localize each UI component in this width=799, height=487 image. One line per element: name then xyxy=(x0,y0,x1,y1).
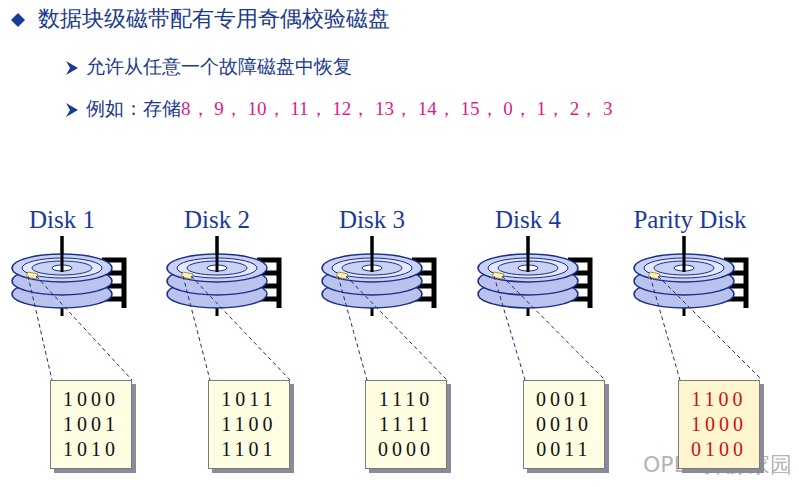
bit-row: 1100 xyxy=(687,387,751,412)
bit-row: 1101 xyxy=(217,437,281,462)
title-heading: 数据块级磁带配有专用奇偶校验磁盘 xyxy=(38,6,390,32)
disk-label: Parity Disk xyxy=(633,205,746,235)
bit-row: 1001 xyxy=(59,412,123,437)
bit-row: 0100 xyxy=(687,437,751,462)
bit-block: 101111001101 xyxy=(208,380,290,469)
bit-block: 111011110000 xyxy=(365,380,447,469)
bit-row: 1111 xyxy=(374,412,438,437)
disk-label: Disk 3 xyxy=(339,205,405,235)
disk-label: Disk 1 xyxy=(29,205,95,235)
disk-label: Disk 4 xyxy=(495,205,561,235)
number-sequence: 8， 9， 10， 11， 12， 13， 14， 15， 0， 1， 2， 3 xyxy=(181,98,613,121)
bit-row: 0001 xyxy=(532,387,596,412)
disk-label: Disk 2 xyxy=(184,205,250,235)
bit-block: 000100100011 xyxy=(523,380,605,469)
bit-row: 0011 xyxy=(532,437,596,462)
bit-row: 1011 xyxy=(217,387,281,412)
bit-row: 0010 xyxy=(532,412,596,437)
bit-block: 110010000100 xyxy=(678,380,760,469)
bullet-point: 例如：存储 xyxy=(86,97,181,120)
bullet-point: 允许从任意一个故障磁盘中恢复 xyxy=(86,55,352,78)
bit-row: 1010 xyxy=(59,437,123,462)
bit-row: 1000 xyxy=(59,387,123,412)
bit-row: 1000 xyxy=(687,412,751,437)
bit-block: 100010011010 xyxy=(50,380,132,469)
bit-row: 1100 xyxy=(217,412,281,437)
bit-row: 1110 xyxy=(374,387,438,412)
bit-row: 0000 xyxy=(374,437,438,462)
